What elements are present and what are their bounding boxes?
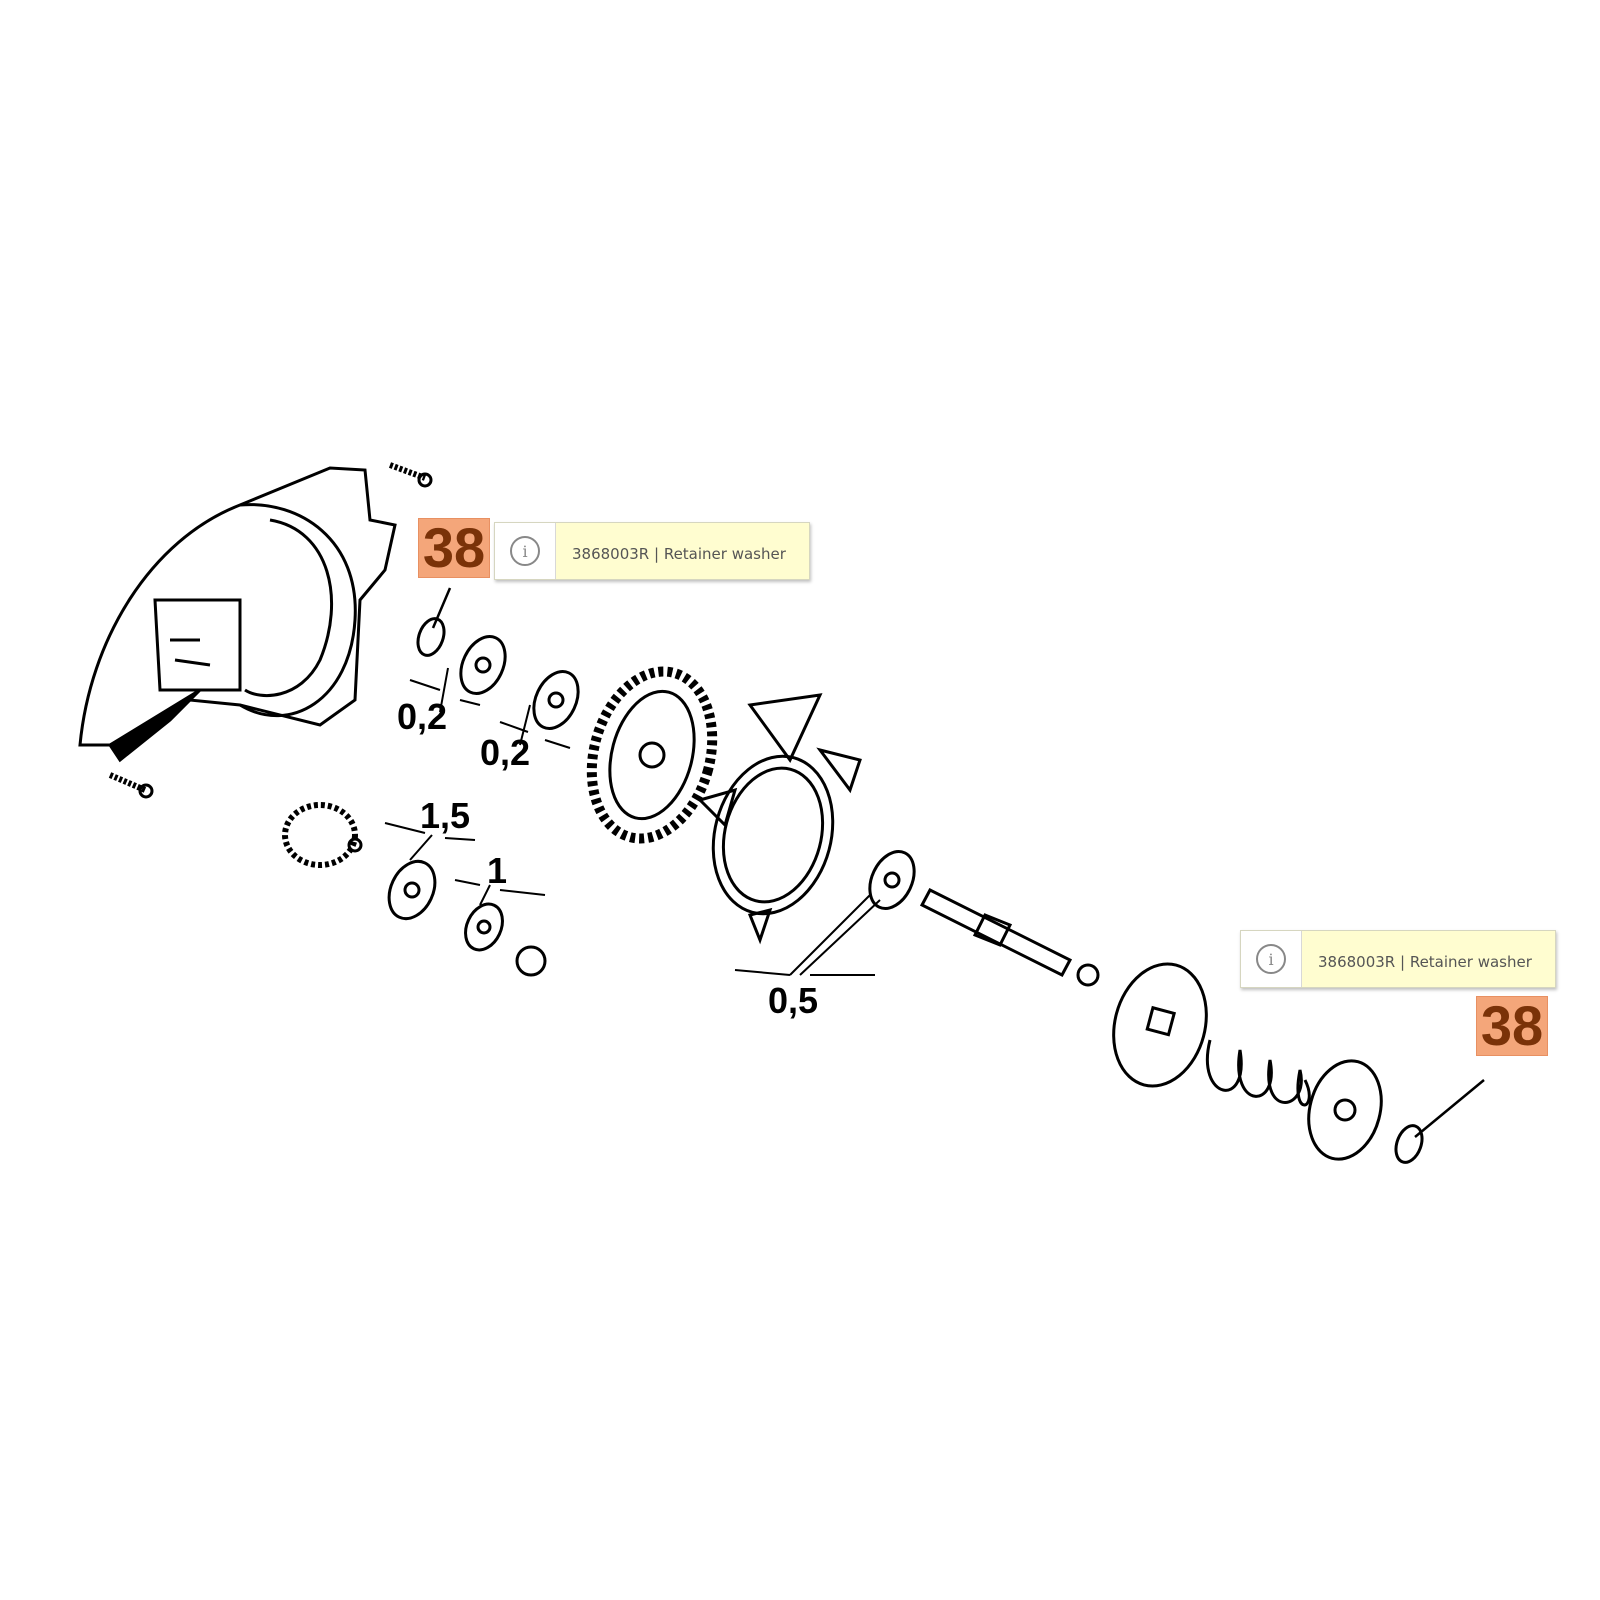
info-icon: i	[495, 523, 556, 579]
part-tooltip: i 3868003R | Retainer washer	[494, 522, 810, 580]
dimension-label: 0,2	[397, 696, 448, 737]
dimension-label: 1,5	[420, 795, 471, 836]
dimension-label: 0,5	[768, 980, 819, 1021]
part-number-badge[interactable]: 38	[1476, 996, 1548, 1056]
dimension-lines	[384, 667, 881, 976]
info-icon: i	[1241, 931, 1302, 987]
washers	[387, 617, 1424, 1164]
screws	[108, 462, 433, 799]
info-icon-glyph: i	[1256, 944, 1286, 974]
housing-cover	[78, 466, 397, 763]
tooltip-text: 3868003R | Retainer washer	[572, 545, 786, 563]
dimension-label: 0,2	[480, 732, 531, 773]
part-number-badge[interactable]: 38	[418, 518, 490, 578]
pinion-gear	[282, 802, 363, 868]
kickstart-shaft	[919, 888, 1100, 987]
ratchet-plate	[697, 693, 862, 945]
leader-lines	[431, 587, 1485, 1138]
drive-gear	[586, 666, 718, 844]
spring-assembly	[1112, 962, 1383, 1161]
dimension-label: 1	[487, 850, 508, 891]
part-tooltip: i 3868003R | Retainer washer	[1240, 930, 1556, 988]
tooltip-text: 3868003R | Retainer washer	[1318, 953, 1532, 971]
info-icon-glyph: i	[510, 536, 540, 566]
